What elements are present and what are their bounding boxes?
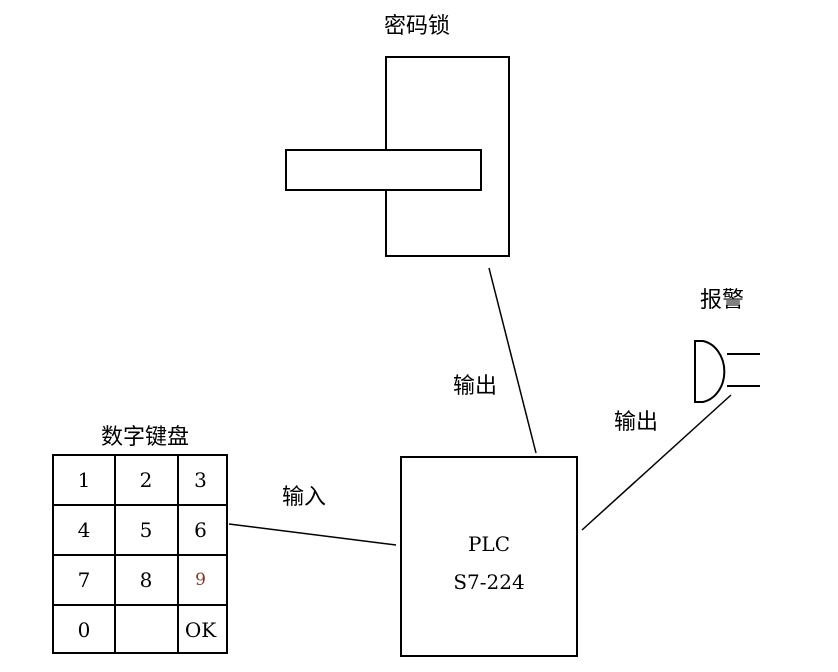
lock-title: 密码锁: [384, 14, 451, 39]
keypad-key-0[interactable]: 0: [77, 618, 91, 642]
keypad-key-1[interactable]: 1: [77, 468, 91, 492]
lock-to-plc-line: [488, 267, 537, 454]
plc-to-alarm-line: [581, 394, 732, 531]
output-label-lock: 输出: [453, 374, 498, 399]
alarm-shape: [694, 340, 726, 403]
alarm-title: 报警: [700, 288, 745, 313]
lock-bolt: [285, 149, 482, 191]
keypad-to-plc-line: [228, 523, 397, 546]
plc-box: [400, 456, 578, 657]
input-label: 输入: [282, 485, 327, 510]
keypad-key-5[interactable]: 5: [139, 518, 153, 542]
keypad-key-2[interactable]: 2: [139, 468, 153, 492]
keypad-key-6[interactable]: 6: [194, 518, 207, 542]
keypad-title: 数字键盘: [101, 425, 190, 450]
plc-name: PLC: [467, 532, 511, 556]
plc-model: S7-224: [453, 570, 525, 594]
keypad-key-9[interactable]: 9: [195, 570, 206, 590]
keypad-key-blank[interactable]: [115, 605, 177, 655]
keypad-key-7[interactable]: 7: [77, 568, 91, 592]
keypad-key-ok[interactable]: OK: [184, 618, 217, 642]
output-label-alarm: 输出: [614, 410, 659, 435]
keypad-key-4[interactable]: 4: [77, 518, 91, 542]
keypad-key-3[interactable]: 3: [194, 468, 207, 492]
keypad-key-8[interactable]: 8: [139, 568, 153, 592]
